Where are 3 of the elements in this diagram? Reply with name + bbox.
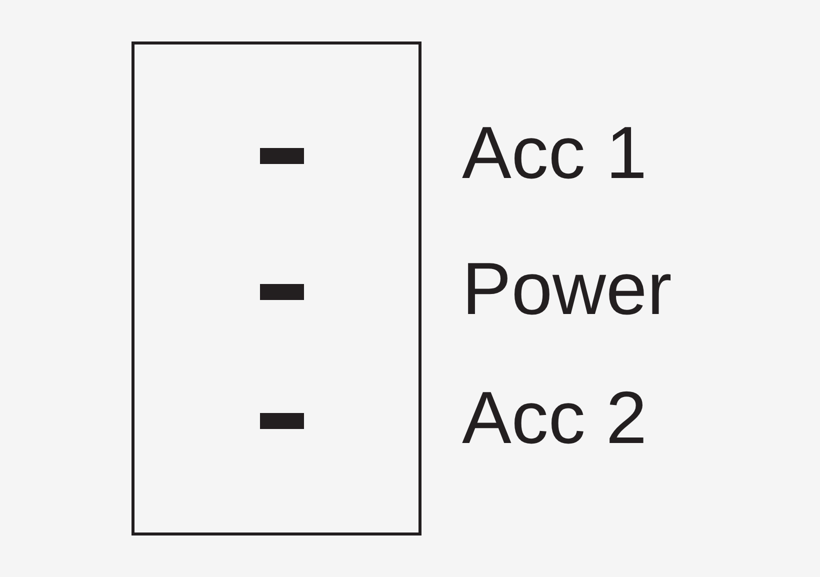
pin-label: Acc 1 — [462, 116, 648, 190]
pin-label: Power — [462, 252, 672, 326]
pin-label: Acc 2 — [462, 381, 648, 455]
